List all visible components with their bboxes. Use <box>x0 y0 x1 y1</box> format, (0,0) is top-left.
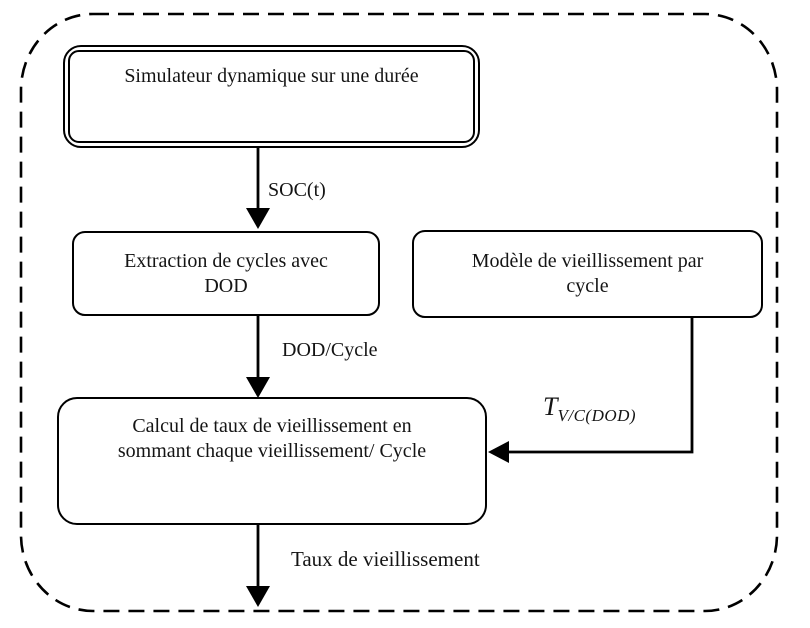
node-ageing-model-label-line1: Modèle de vieillissement par <box>471 250 704 272</box>
edge-label-soc: SOC(t) <box>268 179 326 201</box>
node-ageing-rate-calc: Calcul de taux de vieillissement en somm… <box>57 397 487 525</box>
arrow-taux <box>246 525 270 607</box>
node-ageing-rate-calc-label-line2: sommant chaque vieillissement/ Cycle <box>117 440 427 462</box>
edge-label-dod-cycle: DOD/Cycle <box>282 339 378 361</box>
node-simulator-inner-border: Simulateur dynamique sur une durée <box>68 50 475 143</box>
arrow-dod-cycle <box>246 316 270 398</box>
arrow-soc <box>246 148 270 229</box>
node-ageing-model-label-line2: cycle <box>566 275 609 297</box>
node-ageing-rate-calc-label-line1: Calcul de taux de vieillissement en <box>132 415 412 437</box>
node-simulator: Simulateur dynamique sur une durée <box>63 45 480 148</box>
dashed-boundary <box>19 12 779 613</box>
edge-label-tvc-subscript: V/C(DOD) <box>557 406 637 425</box>
edge-label-tvc: TV/C(DOD) <box>543 392 636 426</box>
node-extraction-label-line2: DOD <box>204 274 248 297</box>
node-ageing-model: Modèle de vieillissement par cycle <box>412 230 763 318</box>
edge-label-taux: Taux de vieillissement <box>291 547 480 571</box>
node-extraction: Extraction de cycles avec DOD <box>72 231 380 316</box>
node-extraction-label-line1: Extraction de cycles avec <box>124 249 328 272</box>
edge-label-tvc-symbol: T <box>543 392 558 421</box>
arrow-tvc <box>488 317 694 463</box>
node-simulator-label: Simulateur dynamique sur une durée <box>124 65 419 87</box>
